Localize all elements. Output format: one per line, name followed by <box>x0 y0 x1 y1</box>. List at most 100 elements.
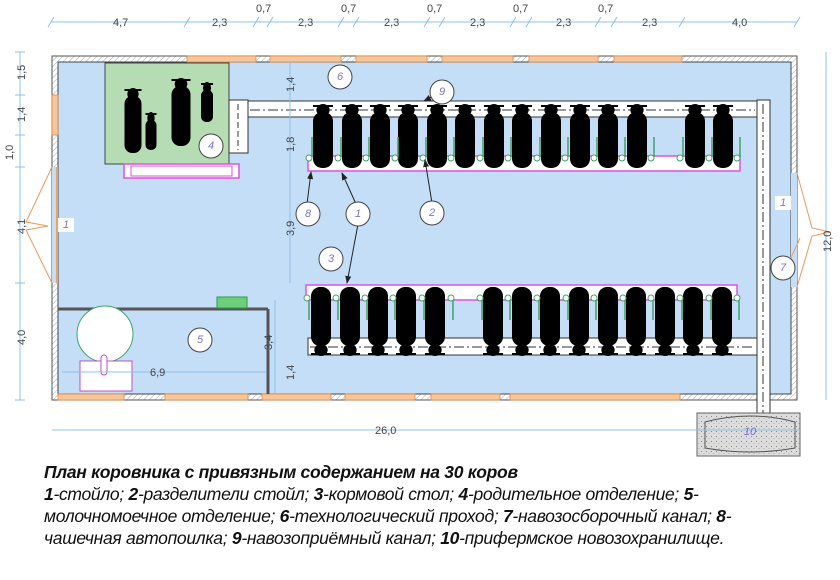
legend-text: -родительное отделение; <box>467 484 684 504</box>
window <box>164 393 249 401</box>
legend-item: 4-родительное отделение; <box>459 484 684 504</box>
windows <box>51 55 683 401</box>
dim-inner: 1,8 <box>285 137 297 152</box>
dim-top: 2,3 <box>556 17 571 29</box>
window <box>441 55 514 63</box>
dim-tick <box>678 16 686 28</box>
dim-inner: 1,4 <box>285 77 297 92</box>
callout-8: 8 <box>295 201 321 227</box>
cow-icon <box>370 104 390 168</box>
legend-item: 2-разделители стойл; <box>129 484 314 504</box>
callout-4: 4 <box>198 133 224 159</box>
cow-icon <box>396 287 416 356</box>
milk-room: 6,9 <box>58 296 270 394</box>
drinker-icon <box>418 294 426 302</box>
legend-number: 10 <box>440 528 460 548</box>
cow-icon <box>311 287 331 356</box>
callout-1: 1 <box>345 201 371 227</box>
dim-tick <box>266 16 274 28</box>
legend-number: 7 <box>502 506 513 526</box>
drinker-icon <box>676 294 684 302</box>
cow-icon <box>512 104 532 168</box>
cow-icon <box>340 287 360 356</box>
dim-inner: 3,9 <box>285 221 297 236</box>
dim-tick <box>252 16 260 28</box>
cow-icon <box>484 104 504 168</box>
callout-2: 2 <box>419 200 445 226</box>
dim-left: 4,1 <box>16 219 28 234</box>
legend-number: 1 <box>44 484 54 504</box>
cow-icon <box>626 287 646 356</box>
window <box>509 393 681 401</box>
legend-number: 4 <box>458 484 469 504</box>
dim-top: 2,3 <box>642 17 657 29</box>
drinker-icon <box>391 154 399 162</box>
dim-inner: 1,4 <box>285 365 297 380</box>
dim-top: 0,7 <box>341 3 356 15</box>
dim-tick <box>610 16 618 28</box>
legend-item: 6-технологический проход; <box>280 506 503 526</box>
dim-top: 4,7 <box>113 17 128 29</box>
window <box>51 94 59 136</box>
callout-3: 3 <box>318 246 344 272</box>
cow-icon <box>368 287 388 356</box>
drinker-icon <box>647 294 655 302</box>
dim-top: 2,3 <box>470 17 485 29</box>
dim-left: 1,5 <box>16 65 28 80</box>
cow-icon <box>598 287 618 356</box>
dim-inner: 6,9 <box>150 367 165 379</box>
legend-item: 3-кормовой стол; <box>314 484 459 504</box>
callout-number: 1 <box>355 208 361 220</box>
drinker-icon <box>705 294 713 302</box>
callout-5: 5 <box>187 327 213 353</box>
dim-right: 12,0 <box>822 231 834 252</box>
drinker-icon <box>733 154 741 162</box>
cow-icon <box>598 104 618 168</box>
callout-10: 10 <box>744 426 757 438</box>
dim-left: 1,4 <box>16 107 28 122</box>
dim-top: 4,0 <box>732 17 747 29</box>
callout-number: 9 <box>439 86 445 98</box>
drinker-icon <box>334 154 342 162</box>
cow-icon <box>455 104 475 168</box>
door-label: 1 <box>63 219 69 231</box>
drinker-icon <box>305 154 313 162</box>
drinker-icon <box>733 294 741 302</box>
window <box>269 55 342 63</box>
cow-icon <box>683 287 703 356</box>
top-dimension-chain: 4,7 2,3 0,7 2,3 0,7 2,3 0,7 2,3 0,7 2,3 … <box>47 3 801 29</box>
cow-icon <box>313 104 333 168</box>
dim-tick <box>47 16 55 28</box>
window <box>528 55 599 63</box>
cow-icon <box>427 104 447 168</box>
callout-number: 2 <box>428 207 435 219</box>
maternity-animals <box>124 78 213 153</box>
legend-item: 5-молочномоечное отделение; <box>44 484 699 526</box>
callout-9: 9 <box>429 79 455 105</box>
dim-top: 0,7 <box>513 3 528 15</box>
drinker-icon <box>476 154 484 162</box>
dim-bottom: 26,0 <box>375 425 396 437</box>
legend-text: -стойло; <box>53 484 129 504</box>
legend-text: -навозоприёмный канал; <box>241 528 441 548</box>
manure-storage <box>696 412 801 457</box>
cow-icon <box>655 287 675 356</box>
caption-title: План коровника с привязным содержанием н… <box>44 462 518 482</box>
drinker-icon <box>533 154 541 162</box>
dim-tick <box>793 16 801 28</box>
legend-item: 8-чашечная автопоилка; <box>44 506 732 548</box>
drinker-icon <box>647 154 655 162</box>
cow-icon <box>124 88 142 153</box>
drinker-icon <box>562 294 570 302</box>
sink <box>216 296 248 309</box>
drinker-icon <box>362 154 370 162</box>
drinker-icon <box>590 294 598 302</box>
cow-icon <box>398 104 418 168</box>
window <box>186 55 257 63</box>
legend-number: 2 <box>128 484 139 504</box>
dim-top: 0,7 <box>427 3 442 15</box>
window <box>430 393 501 401</box>
legend-number: 8 <box>716 506 726 526</box>
dim-tick <box>525 16 533 28</box>
drinker-icon <box>504 154 512 162</box>
